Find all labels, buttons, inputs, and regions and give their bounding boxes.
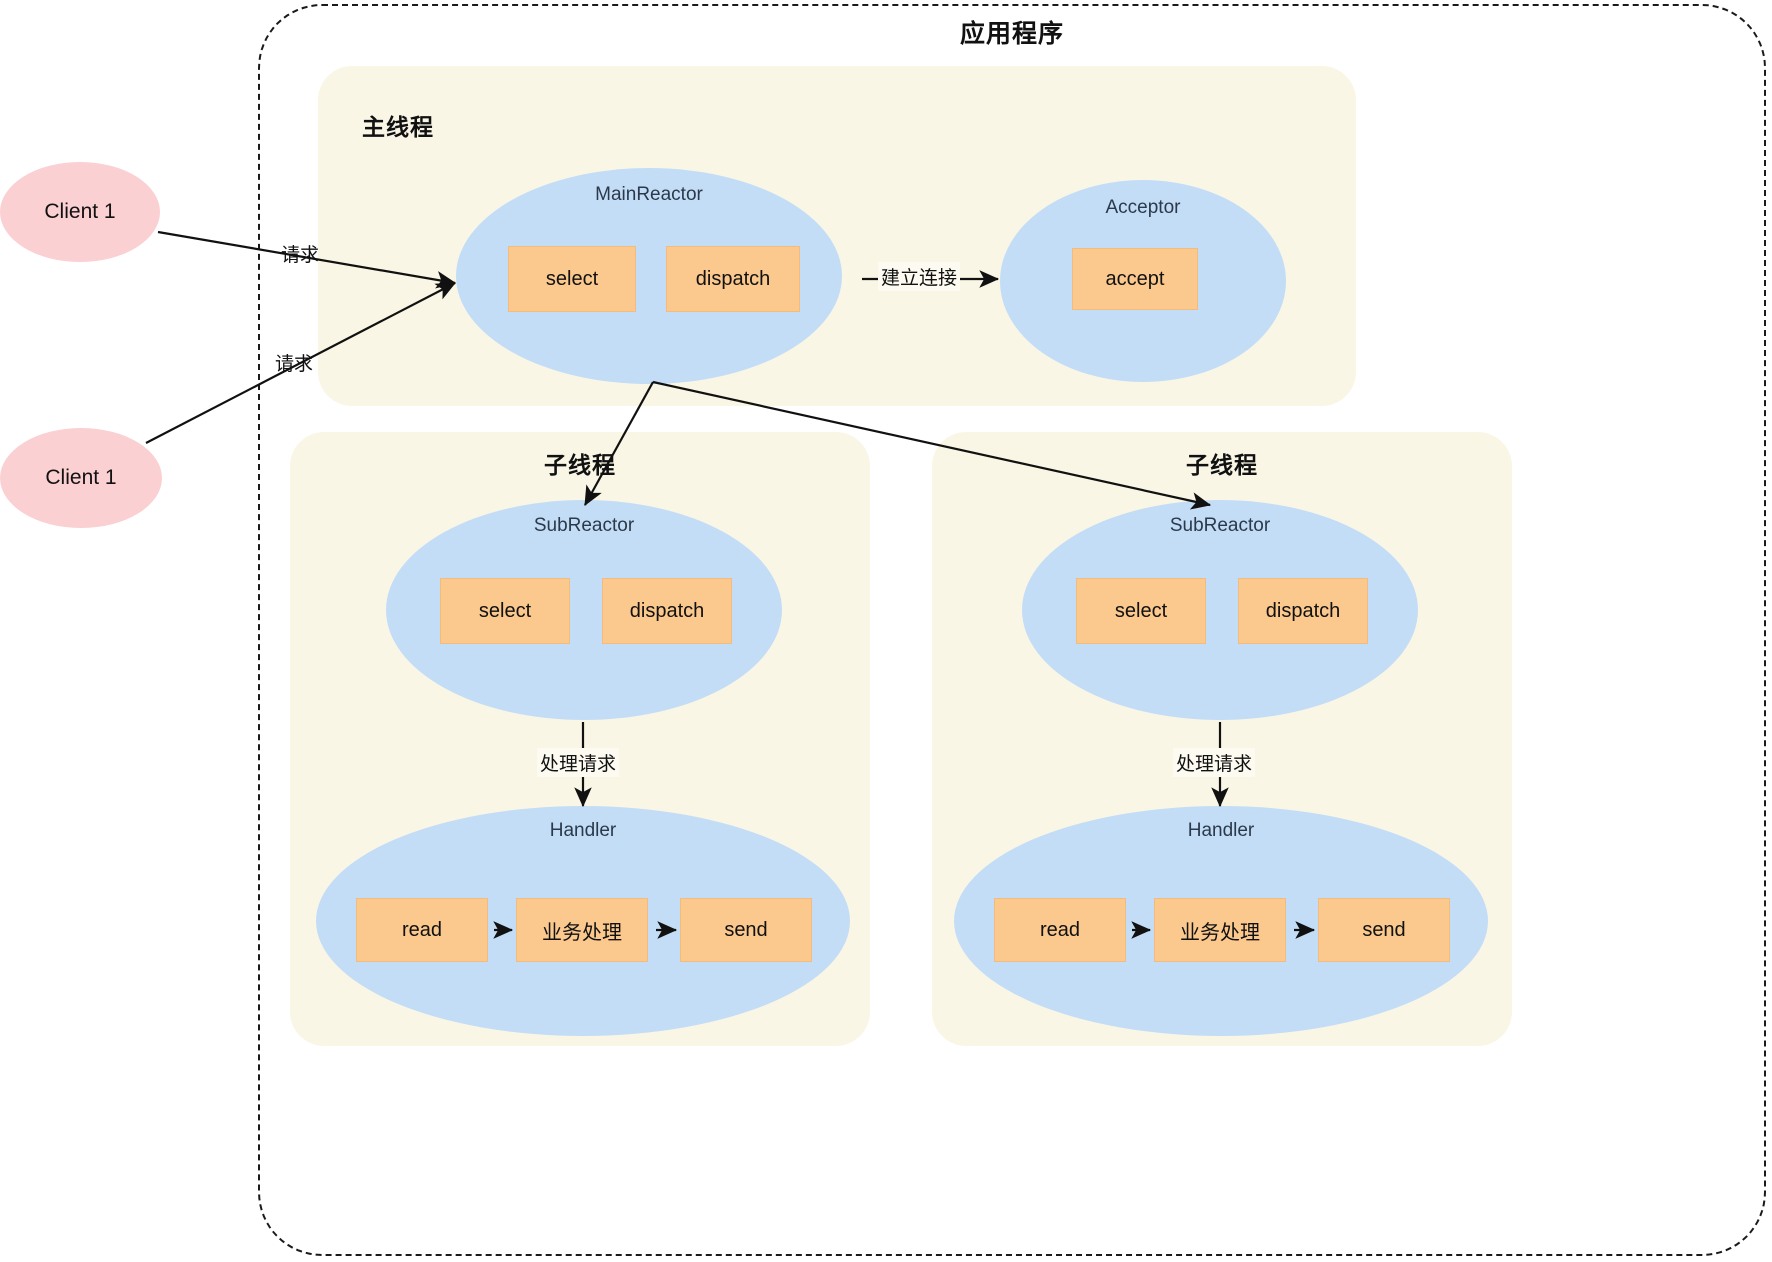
acceptor-label: Acceptor (1105, 197, 1181, 218)
main-reactor-label: MainReactor (595, 184, 703, 205)
op-read-left[interactable]: read (356, 898, 488, 962)
client-node-2-label: Client 1 (45, 466, 117, 489)
op-dispatch-sub-reactor-left[interactable]: dispatch (602, 578, 732, 644)
sub-thread-title-right: 子线程 (1186, 452, 1258, 478)
edge-label-process-request-left: 处理请求 (537, 748, 620, 777)
application-container (258, 4, 1766, 1256)
edge-mainreactor-to-subreactor-right (652, 380, 1212, 510)
op-dispatch-main-reactor[interactable]: dispatch (666, 246, 800, 312)
op-business-left[interactable]: 业务处理 (516, 898, 648, 962)
edge-client2-to-mainreactor (145, 282, 456, 444)
edge-label-process-request-right: 处理请求 (1173, 748, 1256, 777)
op-accept[interactable]: accept (1072, 248, 1198, 310)
handler-label-right: Handler (1187, 820, 1255, 841)
application-title: 应用程序 (959, 20, 1064, 48)
op-dispatch-sub-reactor-right[interactable]: dispatch (1238, 578, 1368, 644)
edge-label-request-2: 请求 (275, 354, 314, 375)
client-node-1 (0, 162, 160, 262)
client-node-1-label: Client 1 (44, 200, 116, 223)
client-node-2 (0, 428, 162, 528)
edge-label-request-1: 请求 (281, 245, 320, 266)
op-select-sub-reactor-left[interactable]: select (440, 578, 570, 644)
op-select-main-reactor[interactable]: select (508, 246, 636, 312)
main-thread-title: 主线程 (362, 114, 434, 140)
op-business-right[interactable]: 业务处理 (1154, 898, 1286, 962)
op-send-right[interactable]: send (1318, 898, 1450, 962)
sub-reactor-label-right: SubReactor (1169, 515, 1271, 536)
op-select-sub-reactor-right[interactable]: select (1076, 578, 1206, 644)
op-read-right[interactable]: read (994, 898, 1126, 962)
op-send-left[interactable]: send (680, 898, 812, 962)
edge-mainreactor-to-subreactor-left (584, 381, 654, 506)
handler-label-left: Handler (549, 820, 617, 841)
edge-client1-to-mainreactor (157, 230, 457, 289)
edge-label-establish-connection: 建立连接 (878, 262, 961, 291)
sub-reactor-label-left: SubReactor (533, 515, 635, 536)
